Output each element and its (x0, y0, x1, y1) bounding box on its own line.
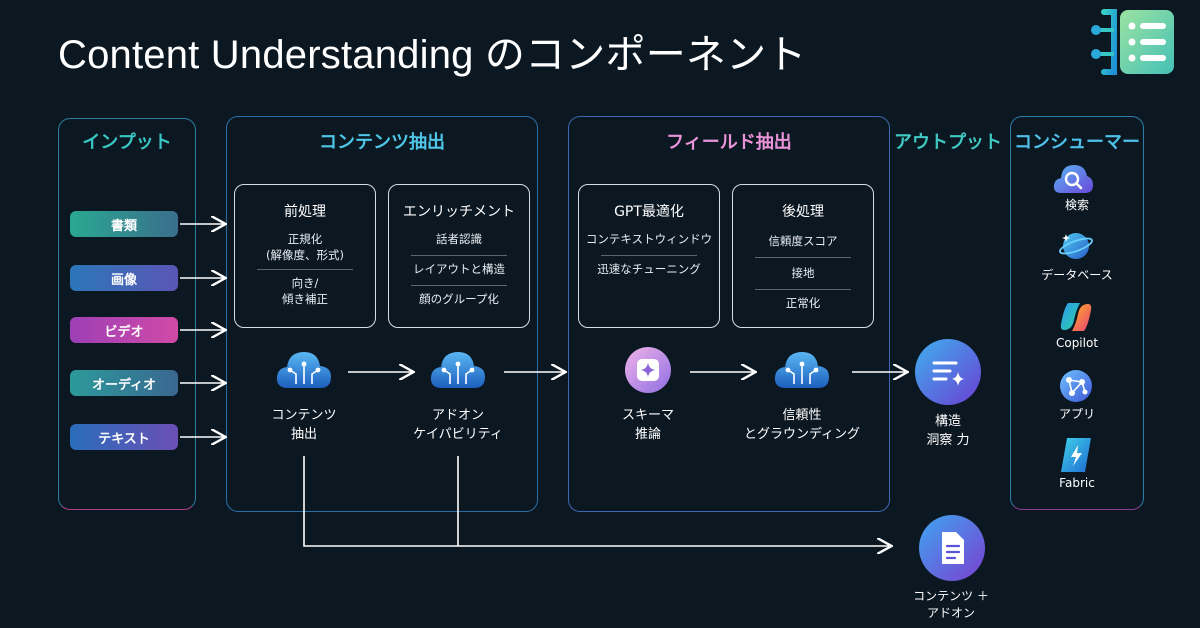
divider (257, 269, 353, 270)
section-title-consumer: コンシューマー (1014, 132, 1140, 153)
section-title-content: コンテンツ抽出 (319, 132, 445, 153)
label-content-extraction: コンテンツ 抽出 (271, 408, 337, 442)
cloud-ai-icon (276, 352, 331, 388)
gpt-optimization-box: GPT最適化 コンテキストウィンドウ 迅速なチューニング (578, 184, 720, 328)
fabric-icon (1061, 438, 1091, 472)
preprocess-item-normalize: 正規化 (解像度、形式) (266, 232, 344, 262)
label-schema-inference: スキーマ 推論 (621, 408, 674, 442)
divider (411, 255, 507, 256)
divider (755, 289, 851, 290)
structured-insight-icon (915, 339, 981, 405)
label-confidence-grounding: 信頼性 とグラウンディング (743, 408, 861, 442)
gpt-title: GPT最適化 (614, 204, 684, 220)
consumer-database-label: データベース (1041, 268, 1113, 282)
field-extraction-panel (568, 116, 890, 512)
post-item-normalization: 正常化 (785, 296, 821, 310)
copilot-icon (1060, 303, 1092, 331)
post-item-grounding: 接地 (791, 266, 815, 280)
divider (411, 285, 507, 286)
label-addon-capability: アドオン ケイパビリティ (413, 408, 503, 442)
postprocess-box: 後処理 信頼度スコア 接地 正常化 (732, 184, 874, 328)
enrichment-item-face: 顔のグループ化 (419, 292, 499, 306)
label-structured-insight: 構造 洞察 力 (926, 414, 970, 448)
preprocess-box: 前処理 正規化 (解像度、形式) 向き/ 傾き補正 (234, 184, 376, 328)
cloud-ai-icon (774, 352, 829, 388)
database-icon (1059, 233, 1093, 259)
input-documents: 書類 (70, 211, 178, 237)
gpt-item-context: コンテキストウィンドウ (585, 232, 713, 246)
input-audio: オーディオ (70, 370, 178, 396)
consumer-panel (1010, 116, 1144, 510)
apps-icon (1060, 370, 1092, 402)
search-icon (1053, 165, 1093, 193)
content-extraction-panel (226, 116, 538, 512)
post-item-confidence: 信頼度スコア (768, 234, 838, 248)
input-text: テキスト (70, 424, 178, 450)
consumer-copilot-label: Copilot (1055, 336, 1099, 350)
sparkle-icon (625, 347, 671, 393)
input-images: 画像 (70, 265, 178, 291)
page-title: Content Understanding のコンポーネント (58, 33, 807, 77)
consumer-fabric-label: Fabric (1059, 476, 1095, 490)
consumer-search-label: 検索 (1064, 198, 1089, 212)
input-video: ビデオ (70, 317, 178, 343)
divider (755, 257, 851, 258)
input-panel (58, 118, 196, 510)
preprocess-item-orientation: 向き/ 傾き補正 (282, 276, 328, 306)
consumer-apps-label: アプリ (1058, 407, 1095, 421)
cloud-ai-icon (430, 352, 485, 388)
postprocess-title: 後処理 (782, 204, 824, 220)
enrichment-title: エンリッチメント (403, 204, 515, 220)
section-title-input: インプット (82, 132, 172, 153)
preprocess-title: 前処理 (284, 204, 326, 220)
divider (601, 255, 697, 256)
content-understanding-logo (1091, 9, 1174, 75)
document-icon (919, 515, 985, 581)
enrichment-box: エンリッチメント 話者認識 レイアウトと構造 顔のグループ化 (388, 184, 530, 328)
enrichment-item-speaker: 話者認識 (436, 232, 482, 246)
label-content-addon: コンテンツ ＋ アドオン (913, 589, 989, 620)
gpt-item-tuning: 迅速なチューニング (597, 262, 701, 276)
section-title-output: アウトプット (894, 132, 1002, 153)
enrichment-item-layout: レイアウトと構造 (413, 262, 505, 276)
section-title-field: フィールド抽出 (666, 132, 792, 153)
